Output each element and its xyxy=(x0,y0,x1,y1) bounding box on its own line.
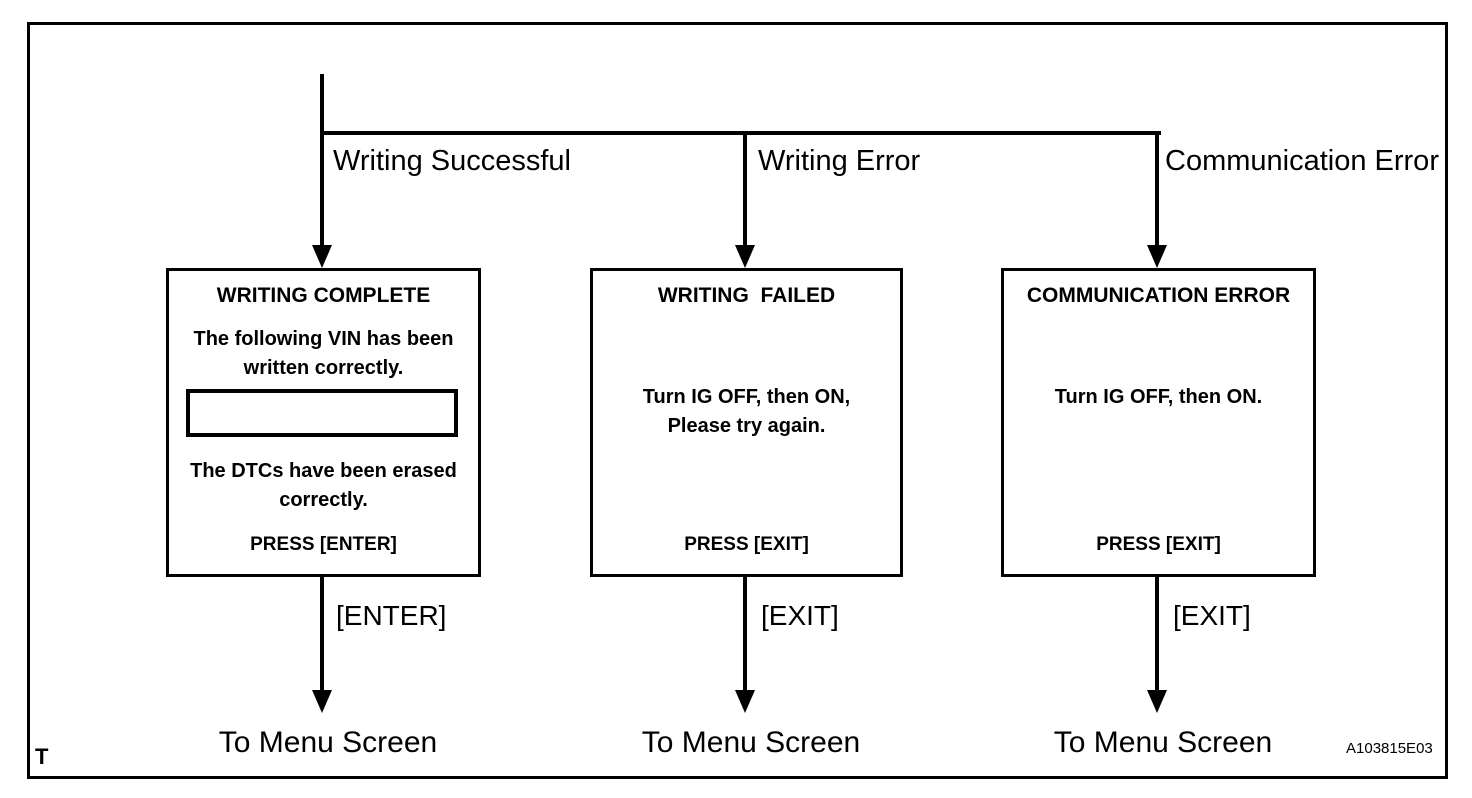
screen-action-label: PRESS [ENTER] xyxy=(250,534,397,555)
flow-line-branch-comm-error xyxy=(1155,131,1159,248)
flow-line-comm-error-exit xyxy=(1155,577,1159,693)
arrowhead-icon xyxy=(312,245,332,268)
key-press-label-enter: [ENTER] xyxy=(336,600,447,631)
flow-line-success-exit xyxy=(320,577,324,693)
screen-action-label: PRESS [EXIT] xyxy=(684,534,809,555)
destination-label-menu-screen: To Menu Screen xyxy=(1053,726,1273,759)
screen-message: Turn IG OFF, then ON, Please try again. xyxy=(642,386,851,437)
destination-label-menu-screen: To Menu Screen xyxy=(218,726,438,759)
screen-action-label: PRESS [EXIT] xyxy=(1096,534,1221,555)
screen-box-communication-error: COMMUNICATION ERROR Turn IG OFF, then ON… xyxy=(1001,268,1316,577)
page-corner-label: T xyxy=(35,744,49,769)
flow-line-top-stem xyxy=(320,74,324,135)
screen-box-writing-complete: WRITING COMPLETE The following VIN has b… xyxy=(166,268,481,577)
arrowhead-icon xyxy=(1147,245,1167,268)
screen-box-writing-failed: WRITING FAILED Turn IG OFF, then ON, Ple… xyxy=(590,268,903,577)
screen-title: COMMUNICATION ERROR xyxy=(1026,284,1291,307)
flow-line-horizontal-connector xyxy=(320,131,1161,135)
screen-title: WRITING COMPLETE xyxy=(216,284,431,307)
branch-label-error: Writing Error xyxy=(758,145,921,177)
flow-line-branch-error xyxy=(743,131,747,248)
figure-border xyxy=(27,22,1448,779)
figure-code: A103815E03 xyxy=(1346,740,1433,757)
branch-label-comm-error: Communication Error xyxy=(1165,145,1439,177)
screen-message-top: The following VIN has been written corre… xyxy=(193,328,454,379)
flow-line-branch-success xyxy=(320,131,324,248)
screen-title: WRITING FAILED xyxy=(657,284,836,307)
destination-label-menu-screen: To Menu Screen xyxy=(641,726,861,759)
screen-message: Turn IG OFF, then ON. xyxy=(1054,386,1263,408)
arrowhead-icon xyxy=(735,690,755,713)
flow-line-error-exit xyxy=(743,577,747,693)
vin-display-field xyxy=(186,389,458,437)
branch-label-success: Writing Successful xyxy=(333,145,571,177)
screen-message-bottom: The DTCs have been erased correctly. xyxy=(190,460,457,511)
arrowhead-icon xyxy=(312,690,332,713)
arrowhead-icon xyxy=(1147,690,1167,713)
key-press-label-exit: [EXIT] xyxy=(1173,600,1251,631)
arrowhead-icon xyxy=(735,245,755,268)
key-press-label-exit: [EXIT] xyxy=(761,600,839,631)
